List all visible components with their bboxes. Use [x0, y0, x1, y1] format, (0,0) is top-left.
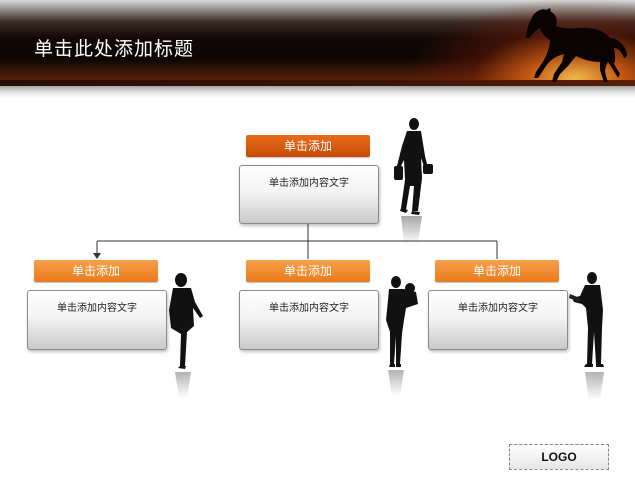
man-reading-paper-icon — [569, 272, 604, 400]
child-node-content-2: 单击添加内容文字 — [269, 303, 349, 314]
child-node-label-3[interactable]: 单击添加 — [435, 260, 559, 282]
sunset-glow — [0, 0, 635, 86]
slide-title[interactable]: 单击此处添加标题 — [34, 38, 195, 60]
businesswoman-walking-icon — [169, 273, 203, 398]
child-node-box-3[interactable]: 单击添加内容文字 — [428, 290, 568, 350]
child-node-label-2[interactable]: 单击添加 — [246, 260, 370, 282]
header-banner: 单击此处添加标题 — [0, 0, 635, 86]
logo-placeholder[interactable]: LOGO — [509, 444, 609, 470]
root-node-label[interactable]: 单击添加 — [246, 135, 370, 157]
header-ground — [0, 80, 635, 86]
child-node-content-1: 单击添加内容文字 — [57, 303, 137, 314]
woman-holding-child-icon — [386, 276, 418, 396]
root-node-box[interactable]: 单击添加内容文字 — [239, 165, 379, 224]
child-node-box-1[interactable]: 单击添加内容文字 — [27, 290, 167, 350]
header-shadow — [0, 86, 635, 98]
child-node-content-3: 单击添加内容文字 — [458, 303, 538, 314]
running-horse-silhouette-icon — [526, 8, 628, 82]
child-node-box-2[interactable]: 单击添加内容文字 — [239, 290, 379, 350]
root-node-content: 单击添加内容文字 — [269, 178, 349, 189]
child-node-label-1[interactable]: 单击添加 — [34, 260, 158, 282]
businessman-walking-icon — [394, 118, 433, 244]
